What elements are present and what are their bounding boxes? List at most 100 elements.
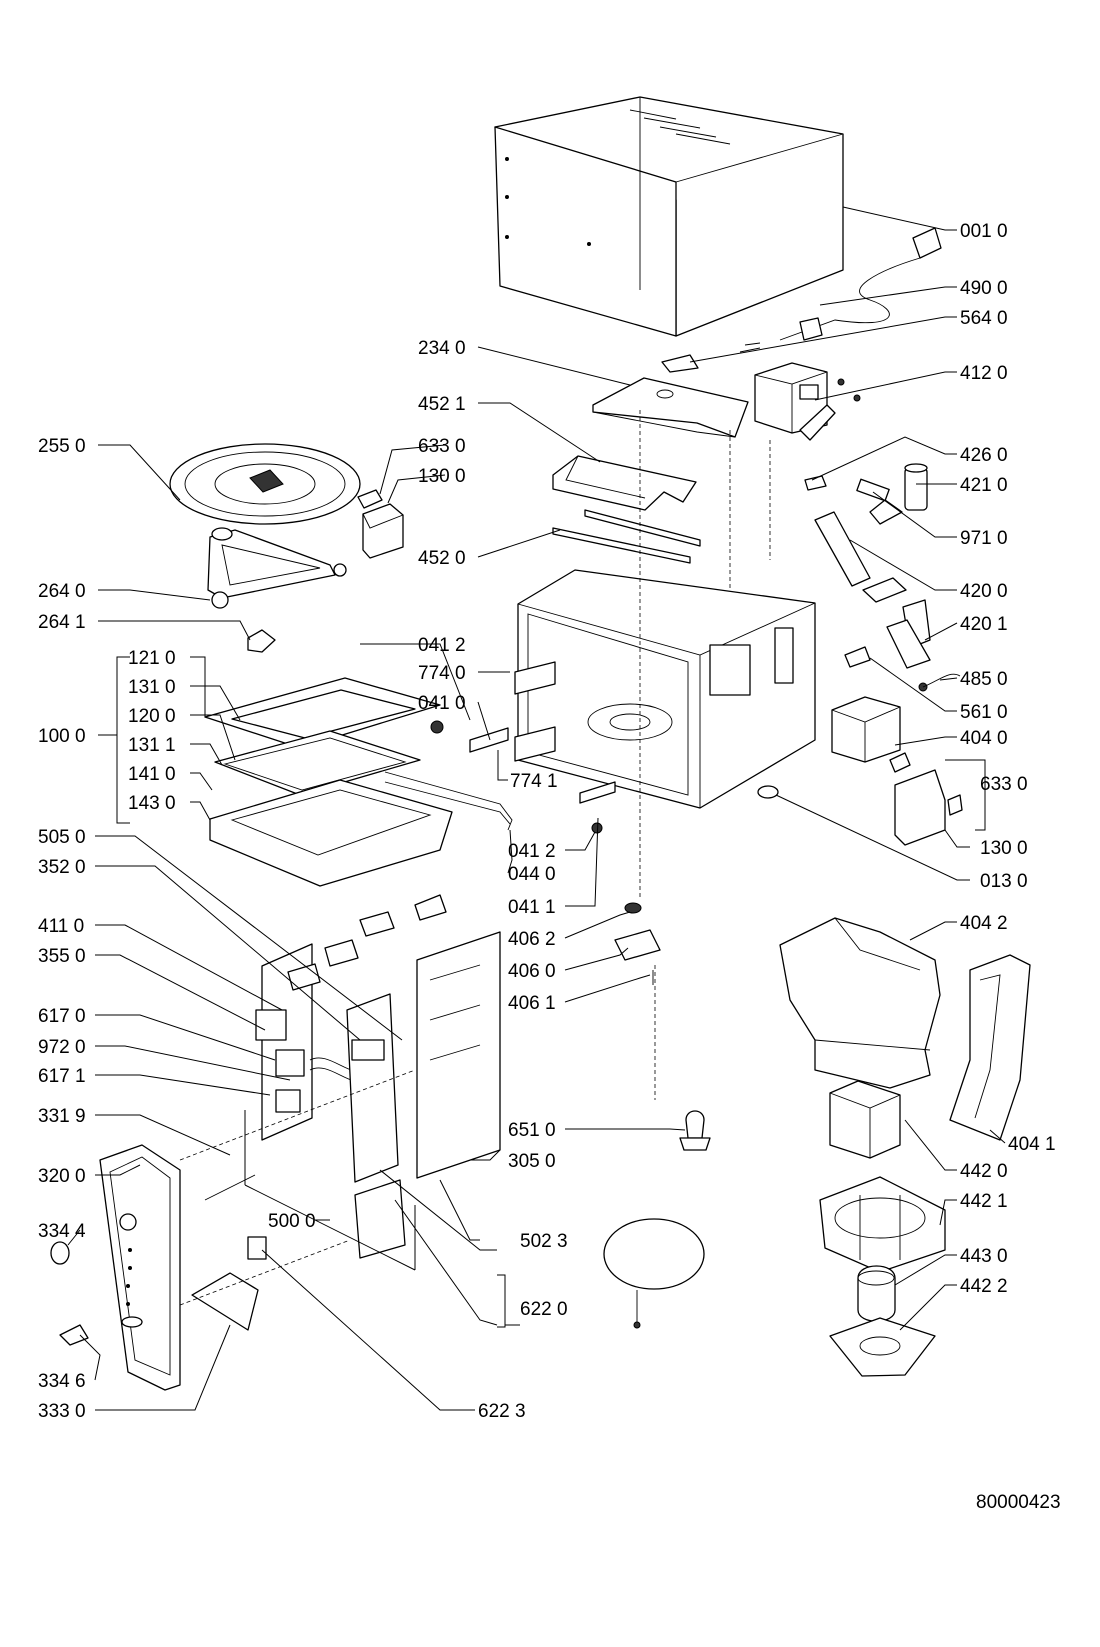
label-774-1: 774 1	[510, 771, 558, 792]
label-404-0: 404 0	[960, 728, 1008, 749]
label-426-0: 426 0	[960, 445, 1008, 466]
air-guide-drawing	[779, 917, 941, 1089]
transformer-drawing	[754, 362, 861, 441]
quartz-heater-drawing	[552, 509, 701, 564]
label-141-0: 141 0	[128, 764, 176, 785]
label-255-0: 255 0	[38, 436, 86, 457]
label-452-0: 452 0	[418, 548, 466, 569]
label-561-0: 561 0	[960, 702, 1008, 723]
label-442-2: 442 2	[960, 1276, 1008, 1297]
label-633-0-left: 633 0	[418, 436, 466, 457]
label-355-0: 355 0	[38, 946, 86, 967]
power-cord-drawing	[661, 227, 942, 373]
label-234-0: 234 0	[418, 338, 466, 359]
label-143-0: 143 0	[128, 793, 176, 814]
label-490-0: 490 0	[960, 278, 1008, 299]
fan-motor-drawing	[829, 1080, 901, 1159]
outer-cabinet-drawing	[494, 96, 844, 337]
label-406-2: 406 2	[508, 929, 556, 950]
label-617-1: 617 1	[38, 1066, 86, 1087]
drawing-number: 80000423	[976, 1492, 1061, 1513]
label-120-0: 120 0	[128, 706, 176, 727]
switch-right-drawing	[889, 752, 963, 846]
front-panel-drawing	[99, 1144, 181, 1391]
knob-button-drawing	[50, 1174, 267, 1346]
label-264-0: 264 0	[38, 581, 86, 602]
magnetron-drawing	[831, 696, 901, 763]
electronics-kit-bracket	[244, 1110, 416, 1271]
label-131-0: 131 0	[128, 677, 176, 698]
label-971-0: 971 0	[960, 528, 1008, 549]
leader-lines	[67, 206, 1006, 1411]
latch-rod-drawing	[384, 771, 513, 831]
label-041-1: 041 1	[508, 897, 556, 918]
board-kit-bracket	[497, 1274, 506, 1328]
label-651-0: 651 0	[508, 1120, 556, 1141]
label-502-3: 502 3	[520, 1231, 568, 1252]
part-labels: 001 0 490 0 564 0 234 0 412 0 452 1 255 …	[38, 221, 1061, 1513]
label-406-1: 406 1	[508, 993, 556, 1014]
label-443-0: 443 0	[960, 1246, 1008, 1267]
label-564-0: 564 0	[960, 308, 1008, 329]
label-331-9: 331 9	[38, 1106, 86, 1127]
door-assembly-drawing	[204, 677, 511, 887]
label-264-1: 264 1	[38, 612, 86, 633]
label-131-1: 131 1	[128, 735, 176, 756]
label-041-2-lower: 041 2	[508, 841, 556, 862]
label-633-0-right: 633 0	[980, 774, 1028, 795]
label-044-0: 044 0	[508, 864, 556, 885]
coupler-drawing	[247, 629, 276, 653]
capacitor-group-drawing	[804, 463, 931, 669]
label-100-0: 100 0	[38, 726, 86, 747]
turntable-glass-drawing	[169, 443, 361, 525]
label-404-1: 404 1	[1008, 1134, 1056, 1155]
label-622-0: 622 0	[520, 1299, 568, 1320]
label-320-0: 320 0	[38, 1166, 86, 1187]
oven-cavity-drawing	[517, 569, 816, 809]
label-013-0: 013 0	[980, 871, 1028, 892]
label-352-0: 352 0	[38, 857, 86, 878]
label-421-0: 421 0	[960, 475, 1008, 496]
label-442-0: 442 0	[960, 1161, 1008, 1182]
label-041-2-upper: 041 2	[418, 635, 466, 656]
control-board-drawing	[255, 931, 501, 1259]
air-duct-drawing	[949, 954, 1031, 1141]
fan-housing-drawing	[819, 1176, 946, 1273]
waveguide-cover-drawing	[592, 377, 749, 438]
lamp-drawing	[679, 1110, 711, 1151]
switch-left-drawing	[357, 489, 404, 559]
label-622-3: 622 3	[478, 1401, 526, 1422]
thermostat-drawing	[844, 646, 961, 692]
label-774-0: 774 0	[418, 663, 466, 684]
label-411-0: 411 0	[38, 916, 84, 937]
roller-ring-drawing	[207, 527, 347, 609]
heater-reflector-drawing	[552, 455, 697, 511]
label-130-0-left: 130 0	[418, 466, 466, 487]
label-333-0: 333 0	[38, 1401, 86, 1422]
label-305-0: 305 0	[508, 1151, 556, 1172]
label-412-0: 412 0	[960, 363, 1008, 384]
label-121-0: 121 0	[128, 648, 176, 669]
label-420-1: 420 1	[960, 614, 1008, 635]
label-452-1: 452 1	[418, 394, 466, 415]
label-334-4: 334 4	[38, 1221, 86, 1242]
label-130-0-right: 130 0	[980, 838, 1028, 859]
fan-blade-drawing	[857, 1265, 896, 1322]
turntable-motor-drawing	[614, 902, 661, 985]
label-334-6: 334 6	[38, 1371, 86, 1392]
lamp-cover-drawing	[603, 1218, 705, 1329]
label-406-0: 406 0	[508, 961, 556, 982]
label-041-0: 041 0	[418, 693, 466, 714]
label-001-0: 001 0	[960, 221, 1008, 242]
hinge-group-drawing	[430, 661, 616, 834]
label-404-2: 404 2	[960, 913, 1008, 934]
label-442-1: 442 1	[960, 1191, 1008, 1212]
fan-base-drawing	[829, 1317, 936, 1377]
label-420-0: 420 0	[960, 581, 1008, 602]
foot-drawing	[757, 785, 779, 799]
label-617-0: 617 0	[38, 1006, 86, 1027]
label-505-0: 505 0	[38, 827, 86, 848]
label-972-0: 972 0	[38, 1037, 86, 1058]
label-500-0: 500 0	[268, 1211, 316, 1232]
